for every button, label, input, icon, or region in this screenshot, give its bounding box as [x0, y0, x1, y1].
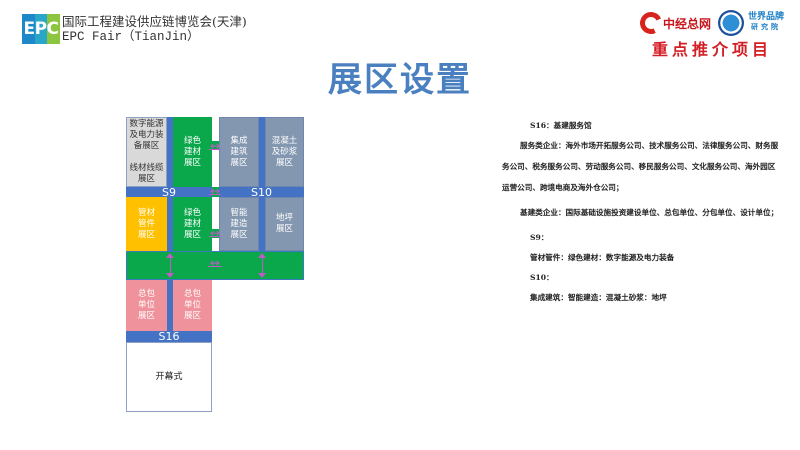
zone-general-contractor-2[interactable]: 总包 单位 展区	[173, 280, 212, 331]
aisle-vertical	[259, 197, 265, 251]
page-title: 展区设置	[328, 60, 472, 100]
s10-heading: S10：	[530, 273, 554, 282]
zhongjing-logo: 中经总网	[636, 8, 711, 38]
zone-description: S16：基建服务馆 服务类企业：海外市场开拓服务公司、技术服务公司、法律服务公司…	[502, 120, 782, 312]
s9-content: 管材管件：绿色建材：数字能源及电力装备	[530, 253, 675, 262]
aisle-vertical	[167, 280, 173, 331]
lane-s9[interactable]: S9	[126, 187, 212, 198]
lane-s16[interactable]: S16	[126, 331, 212, 342]
world-brand-logo: 世界品牌 研究院	[747, 12, 784, 31]
zone-opening-ceremony[interactable]: 开幕式	[126, 342, 212, 412]
zone-pipe-fittings[interactable]: 管材 管件 展区	[126, 197, 167, 251]
double-arrow-icon	[207, 226, 223, 240]
aisle-vertical	[167, 197, 173, 251]
service-companies: 服务类企业：海外市场开拓服务公司、技术服务公司、法律服务公司、财务服务公司、税务…	[502, 141, 779, 192]
zone-green-building-2[interactable]: 绿色 建材 展区	[173, 197, 212, 251]
zone-flooring[interactable]: 地坪 展区	[265, 197, 304, 251]
zone-integrated-building[interactable]: 集成 建筑 展区	[219, 117, 259, 187]
featured-project-label: 重点推介项目	[652, 40, 773, 59]
aisle-vertical	[259, 117, 265, 187]
double-arrow-icon	[207, 184, 223, 198]
s9-heading: S9：	[530, 233, 549, 242]
zone-smart-construction[interactable]: 智能 建造 展区	[219, 197, 259, 251]
aisle-vertical	[167, 117, 173, 187]
epc-fair-logo: EPC	[22, 14, 60, 44]
zone-green-building-1[interactable]: 绿色 建材 展区	[173, 117, 212, 187]
lane-s10[interactable]: S10	[219, 187, 304, 198]
infrastructure-companies: 基建类企业：国际基础设施投资建设单位、总包单位、分包单位、设计单位；	[520, 208, 779, 217]
vertical-arrow-icon	[258, 253, 266, 278]
s10-content: 集成建筑：智能建造：混凝土砂浆：地坪	[530, 293, 667, 302]
fair-title: 国际工程建设供应链博览会(天津)	[62, 14, 247, 29]
vertical-arrow-icon	[166, 253, 174, 278]
zone-general-contractor-1[interactable]: 总包 单位 展区	[126, 280, 167, 331]
zone-concrete-mortar[interactable]: 混凝土 及砂浆 展区	[265, 117, 304, 187]
double-arrow-icon	[207, 139, 223, 153]
double-arrow-icon	[206, 256, 224, 270]
globe-icon	[718, 10, 744, 36]
fair-subtitle: EPC Fair（TianJin）	[62, 30, 200, 44]
s16-heading: S16：基建服务馆	[530, 121, 592, 130]
zone-digital-energy[interactable]: 数字能源 及电力装 备展区 线材线缆 展区	[126, 117, 167, 187]
